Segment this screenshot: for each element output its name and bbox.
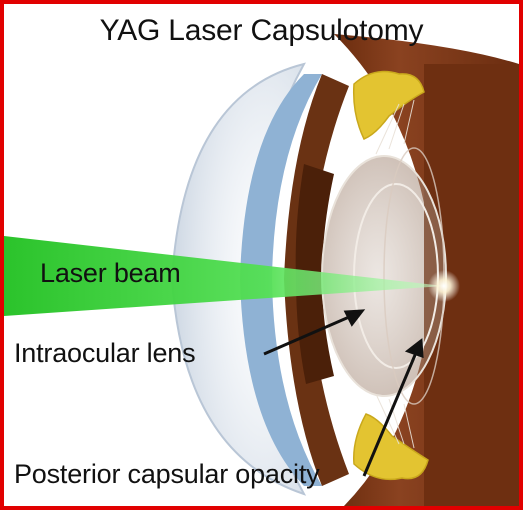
label-posterior-capsular-opacity: Posterior capsular opacity [14,459,319,490]
label-laser-beam: Laser beam [40,258,181,289]
label-intraocular-lens: Intraocular lens [14,338,195,369]
figure-title: YAG Laser Capsulotomy [4,14,519,48]
eye-cross-section-illustration [4,4,519,506]
laser-focus-spark [428,270,460,302]
